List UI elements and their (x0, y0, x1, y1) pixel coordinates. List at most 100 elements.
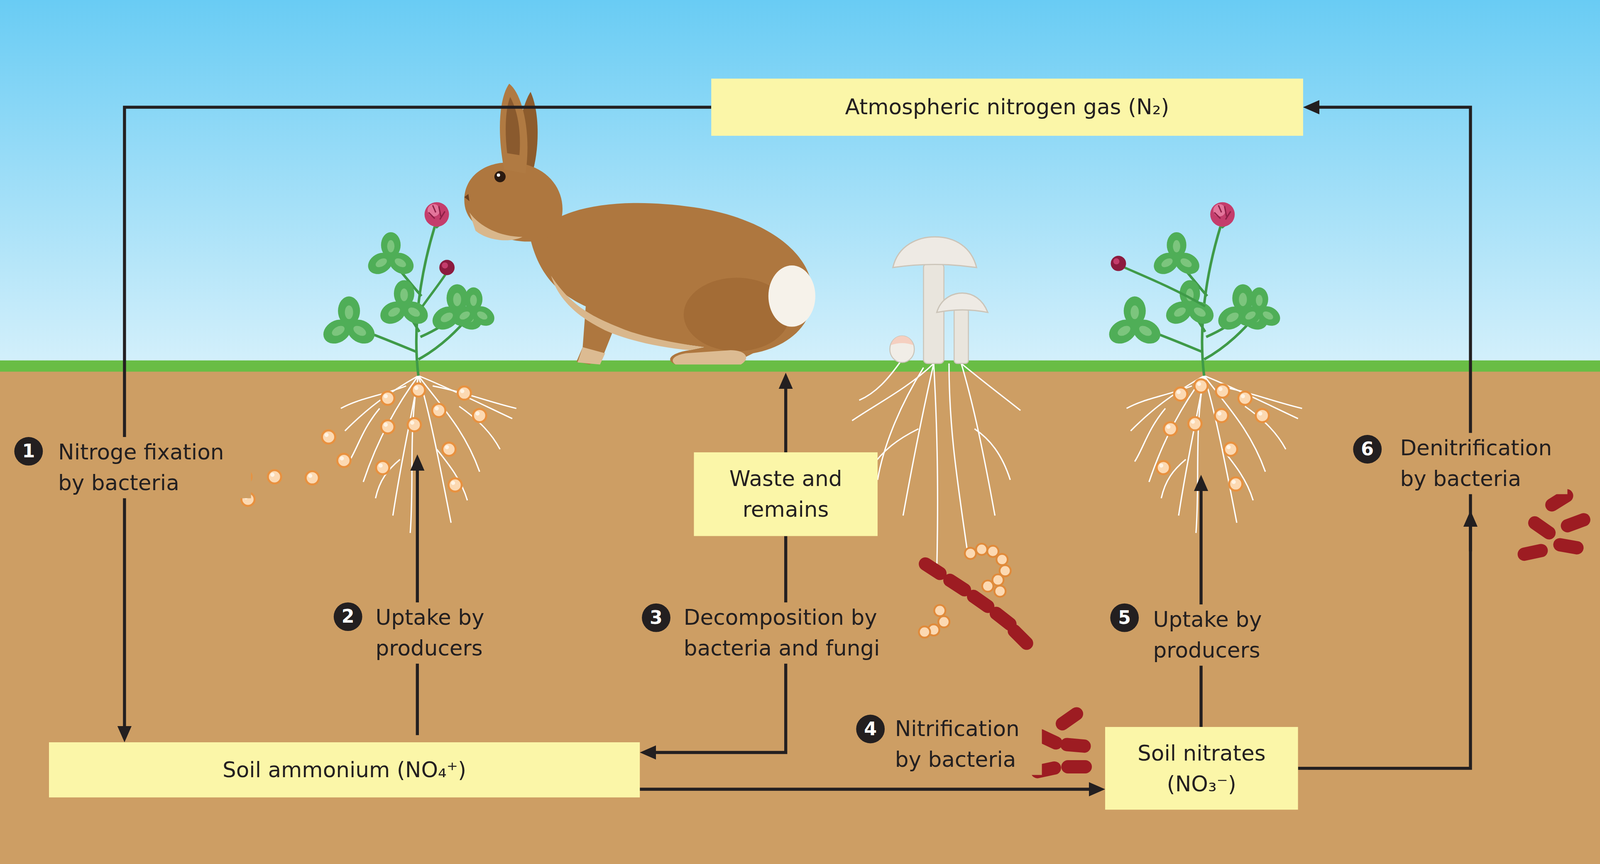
bacterium (938, 615, 950, 627)
bud-stalk (422, 273, 447, 307)
bacterium (1053, 704, 1087, 733)
flow-connector (639, 787, 1093, 791)
nodule (1214, 408, 1229, 422)
rabbit-ear (499, 83, 528, 174)
rabbit-front-foot (577, 347, 605, 365)
pool-box: Atmospheric nitrogen gas (N₂) (711, 78, 1304, 136)
nodule (448, 478, 462, 492)
step-label: Uptake by producers (1149, 604, 1278, 666)
hypha (961, 363, 1021, 411)
nodule (1194, 379, 1208, 393)
clover-plant (1104, 202, 1302, 533)
bacterium (1558, 511, 1593, 534)
rabbit-foot (672, 349, 747, 365)
rabbit-tail (768, 265, 816, 327)
hypha (859, 359, 903, 400)
pool-label: Soil ammonium (NO₄⁺) (222, 753, 467, 785)
nodule (457, 386, 471, 400)
bacterium (1059, 736, 1092, 753)
grass-line (0, 360, 1600, 372)
hypha (974, 428, 1011, 480)
nodule (267, 469, 282, 484)
nodule (411, 383, 426, 397)
nodule (376, 460, 390, 475)
bacterium (992, 574, 1004, 586)
bacterium (996, 553, 1008, 565)
nodule (1174, 387, 1188, 401)
clover-bud (1110, 255, 1127, 272)
nodule (1229, 477, 1243, 491)
bacterium (982, 579, 994, 592)
mid-arrow (1468, 522, 1472, 551)
nodule (472, 408, 487, 422)
soil (0, 365, 1600, 864)
nodule (1255, 408, 1270, 422)
rabbit-head (464, 162, 563, 242)
sky (0, 0, 1600, 366)
bacterium (1061, 759, 1092, 774)
hypha (933, 363, 938, 572)
mushroom-stem (954, 308, 969, 364)
nodule (1188, 416, 1202, 431)
nodule (381, 419, 395, 434)
pool-label: Atmospheric nitrogen gas (N₂) (845, 91, 1170, 123)
bacterium (994, 585, 1006, 597)
hypha (902, 363, 934, 516)
step-label: Nitrification by bacteria (890, 713, 1043, 775)
nodule (1156, 460, 1170, 475)
callout-number: 6 (1352, 434, 1382, 464)
callout-number: 5 (1110, 603, 1139, 632)
callout-number: 1 (14, 436, 43, 466)
pool-box: Waste and remains (693, 452, 878, 536)
rabbit-eye (494, 171, 506, 183)
mushroom-button-cap (890, 335, 914, 345)
bacterium (987, 545, 999, 557)
mushroom-cap (892, 236, 977, 268)
bacterium (1516, 542, 1550, 562)
pool-label: Waste and remains (708, 463, 864, 525)
mushroom-button (889, 335, 915, 363)
step-label: Decomposition by bacteria and fungi (679, 601, 903, 663)
bud-stalk (1124, 267, 1206, 306)
step-label: Denitrification by bacteria (1396, 432, 1568, 494)
nodule (1215, 384, 1230, 398)
nodule (1238, 391, 1252, 405)
nodule (442, 442, 456, 456)
rabbit-ear-inner (505, 97, 520, 156)
bacterium (1525, 513, 1559, 542)
bacterium (1005, 621, 1037, 653)
flow-connector (124, 107, 712, 730)
bacterium (934, 604, 946, 616)
nodule (337, 453, 351, 468)
mushroom-cap (936, 292, 988, 313)
clover-bud (439, 259, 455, 276)
step-label: Uptake by producers (371, 601, 501, 663)
pool-box: Soil ammonium (NO₄⁺) (48, 741, 640, 798)
nodule (321, 430, 336, 444)
bacterium (964, 547, 977, 559)
pool-label: Soil nitrates (NO₃⁻) (1119, 737, 1284, 799)
rabbit-eye-glint (496, 173, 501, 177)
callout-number: 2 (333, 601, 363, 631)
rabbit-nose (464, 193, 470, 201)
rabbit-cheek (469, 212, 523, 240)
nodule (407, 418, 421, 432)
flow-arrows (417, 384, 1471, 735)
nodule (381, 391, 395, 405)
hypha (949, 363, 968, 551)
mushroom-stem (923, 263, 944, 364)
nodule (1223, 442, 1238, 456)
uptake-arrow (415, 466, 419, 735)
bacterium (1552, 536, 1585, 556)
callout-number: 4 (856, 714, 885, 744)
connectors (124, 107, 1471, 789)
waste-arrow (784, 384, 788, 453)
step-label: Nitroge fixation by bacteria (53, 436, 251, 498)
hypha (877, 367, 924, 480)
rabbit-belly (550, 275, 705, 350)
nodule (1163, 421, 1177, 436)
bacterium (918, 626, 930, 638)
rabbit-body (530, 203, 813, 365)
pool-box: Soil nitrates (NO₃⁻) (1105, 726, 1299, 810)
